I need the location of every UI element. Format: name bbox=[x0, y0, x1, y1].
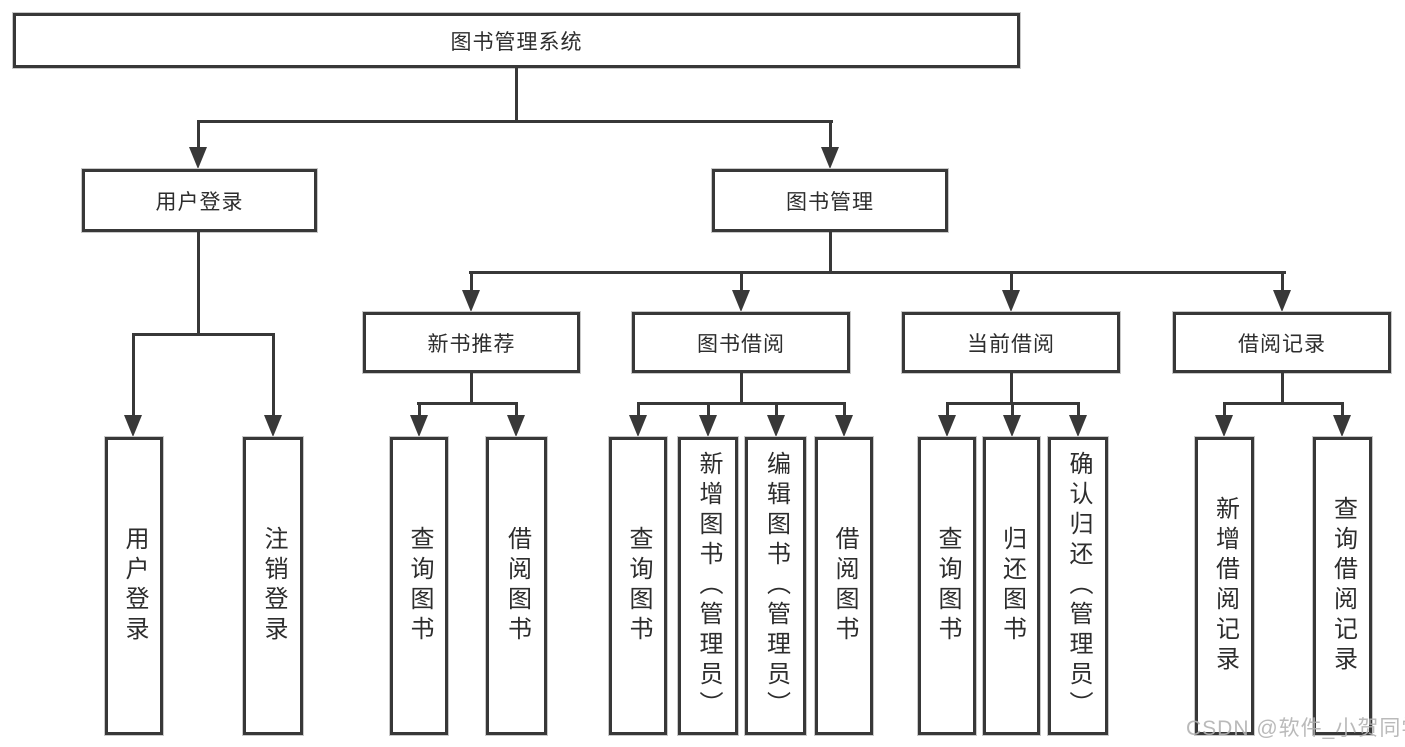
connector-new-book-recommend-drop bbox=[470, 373, 473, 404]
connector-stem-leaf-borrow-books-borrowing bbox=[843, 402, 846, 417]
arrowhead-leaf-return-book bbox=[1003, 415, 1021, 437]
node-user-login: 用户登录 bbox=[82, 169, 317, 232]
leaf-label: 注销登录 bbox=[260, 526, 287, 646]
leaf-user-login: 用户登录 bbox=[105, 437, 163, 735]
connector-stem-user-login bbox=[197, 120, 200, 150]
arrowhead-leaf-borrow-books-borrowing bbox=[835, 415, 853, 437]
node-new-book-recommend: 新书推荐 bbox=[363, 312, 580, 373]
connector-stem-leaf-query-books-borrowing bbox=[637, 402, 640, 417]
leaf-label: 查询图书 bbox=[625, 526, 652, 646]
arrowhead-leaf-user-login bbox=[124, 415, 142, 437]
node-label: 新书推荐 bbox=[427, 332, 516, 356]
connector-book-management-drop bbox=[829, 232, 832, 273]
arrowhead-leaf-query-books-borrowing bbox=[629, 415, 647, 437]
connector-user-login-bus bbox=[132, 333, 275, 336]
leaf-label: 查询图书 bbox=[934, 526, 961, 646]
leaf-borrow-books-recommend: 借阅图书 bbox=[486, 437, 547, 735]
csdn-watermark: CSDN @软件_小贺同学 bbox=[1186, 717, 1405, 740]
arrowhead-new-book-recommend bbox=[462, 290, 480, 312]
connector-stem-current-borrowing bbox=[1010, 271, 1013, 293]
connector-user-login-drop bbox=[197, 232, 200, 335]
node-borrow-records: 借阅记录 bbox=[1173, 312, 1391, 373]
arrowhead-leaf-confirm-return-admin bbox=[1069, 415, 1087, 437]
node-current-borrowing: 当前借阅 bbox=[902, 312, 1120, 373]
connector-stem-leaf-return-book bbox=[1011, 402, 1014, 417]
node-label: 借阅记录 bbox=[1238, 332, 1326, 356]
leaf-add-borrow-record: 新增借阅记录 bbox=[1195, 437, 1254, 735]
arrowhead-leaf-edit-book-admin bbox=[767, 415, 785, 437]
leaf-query-books-borrowing: 查询图书 bbox=[609, 437, 667, 735]
connector-stem-leaf-query-borrow-record bbox=[1341, 402, 1344, 417]
connector-level2-bus bbox=[197, 120, 833, 123]
leaf-query-books-recommend: 查询图书 bbox=[390, 437, 448, 735]
node-library-management-system: 图书管理系统 bbox=[13, 13, 1020, 68]
connector-borrow-records-drop bbox=[1281, 373, 1284, 404]
arrowhead-leaf-add-book-admin bbox=[699, 415, 717, 437]
connector-book-borrowing-bus bbox=[637, 402, 846, 405]
leaf-label: 用户登录 bbox=[121, 526, 148, 646]
node-book-borrowing: 图书借阅 bbox=[632, 312, 850, 373]
leaf-confirm-return-admin: 确认归还（管理员） bbox=[1048, 437, 1108, 735]
arrowhead-leaf-query-borrow-record bbox=[1333, 415, 1351, 437]
leaf-label: 借阅图书 bbox=[503, 526, 531, 646]
leaf-edit-book-admin: 编辑图书（管理员） bbox=[745, 437, 806, 735]
node-label: 图书借阅 bbox=[697, 332, 785, 356]
leaf-label: 归还图书 bbox=[998, 526, 1026, 646]
leaf-query-borrow-record: 查询借阅记录 bbox=[1313, 437, 1372, 735]
connector-borrow-records-bus bbox=[1223, 402, 1344, 405]
arrowhead-user-login bbox=[189, 147, 207, 169]
arrowhead-leaf-borrow-books-recommend bbox=[507, 415, 525, 437]
arrowhead-current-borrowing bbox=[1002, 290, 1020, 312]
leaf-label: 新增图书（管理员） bbox=[695, 451, 722, 721]
connector-stem-book-borrowing bbox=[740, 271, 743, 293]
leaf-label: 确认归还（管理员） bbox=[1065, 451, 1092, 721]
connector-stem-leaf-user-login bbox=[132, 333, 135, 417]
connector-stem-leaf-borrow-books-recommend bbox=[515, 402, 518, 417]
connector-stem-leaf-confirm-return-admin bbox=[1077, 402, 1080, 417]
connector-new-book-recommend-bus bbox=[417, 402, 518, 405]
leaf-label: 编辑图书（管理员） bbox=[762, 451, 790, 721]
arrowhead-book-management bbox=[821, 147, 839, 169]
connector-stem-borrow-records bbox=[1281, 271, 1284, 293]
connector-current-borrowing-drop bbox=[1010, 373, 1013, 404]
arrowhead-borrow-records bbox=[1273, 290, 1291, 312]
leaf-label: 查询图书 bbox=[406, 526, 433, 646]
leaf-return-book: 归还图书 bbox=[983, 437, 1040, 735]
arrowhead-leaf-query-books-recommend bbox=[410, 415, 428, 437]
connector-stem-leaf-query-books-current bbox=[946, 402, 949, 417]
leaf-label: 新增借阅记录 bbox=[1211, 496, 1239, 676]
connector-stem-leaf-query-books-recommend bbox=[418, 402, 421, 417]
arrowhead-leaf-logout bbox=[264, 415, 282, 437]
node-label: 图书管理 bbox=[786, 190, 874, 214]
leaf-logout: 注销登录 bbox=[243, 437, 303, 735]
connector-stem-leaf-add-borrow-record bbox=[1223, 402, 1226, 417]
node-label: 图书管理系统 bbox=[450, 30, 583, 54]
connector-stem-book-management bbox=[829, 120, 832, 150]
node-label: 当前借阅 bbox=[967, 332, 1055, 356]
connector-level3-bus bbox=[469, 271, 1286, 274]
node-book-management: 图书管理 bbox=[712, 169, 948, 232]
node-label: 用户登录 bbox=[155, 190, 244, 214]
leaf-add-book-admin: 新增图书（管理员） bbox=[678, 437, 738, 735]
connector-book-borrowing-drop bbox=[740, 373, 743, 404]
leaf-borrow-books-borrowing: 借阅图书 bbox=[815, 437, 873, 735]
connector-stem-leaf-add-book-admin bbox=[707, 402, 710, 417]
arrowhead-book-borrowing bbox=[732, 290, 750, 312]
connector-root-drop bbox=[515, 68, 518, 122]
leaf-label: 查询借阅记录 bbox=[1329, 496, 1357, 676]
arrowhead-leaf-add-borrow-record bbox=[1215, 415, 1233, 437]
leaf-query-books-current: 查询图书 bbox=[918, 437, 976, 735]
leaf-label: 借阅图书 bbox=[831, 526, 858, 646]
connector-stem-new-book-recommend bbox=[470, 271, 473, 293]
connector-stem-leaf-edit-book-admin bbox=[775, 402, 778, 417]
arrowhead-leaf-query-books-current bbox=[938, 415, 956, 437]
connector-stem-leaf-logout bbox=[272, 333, 275, 417]
